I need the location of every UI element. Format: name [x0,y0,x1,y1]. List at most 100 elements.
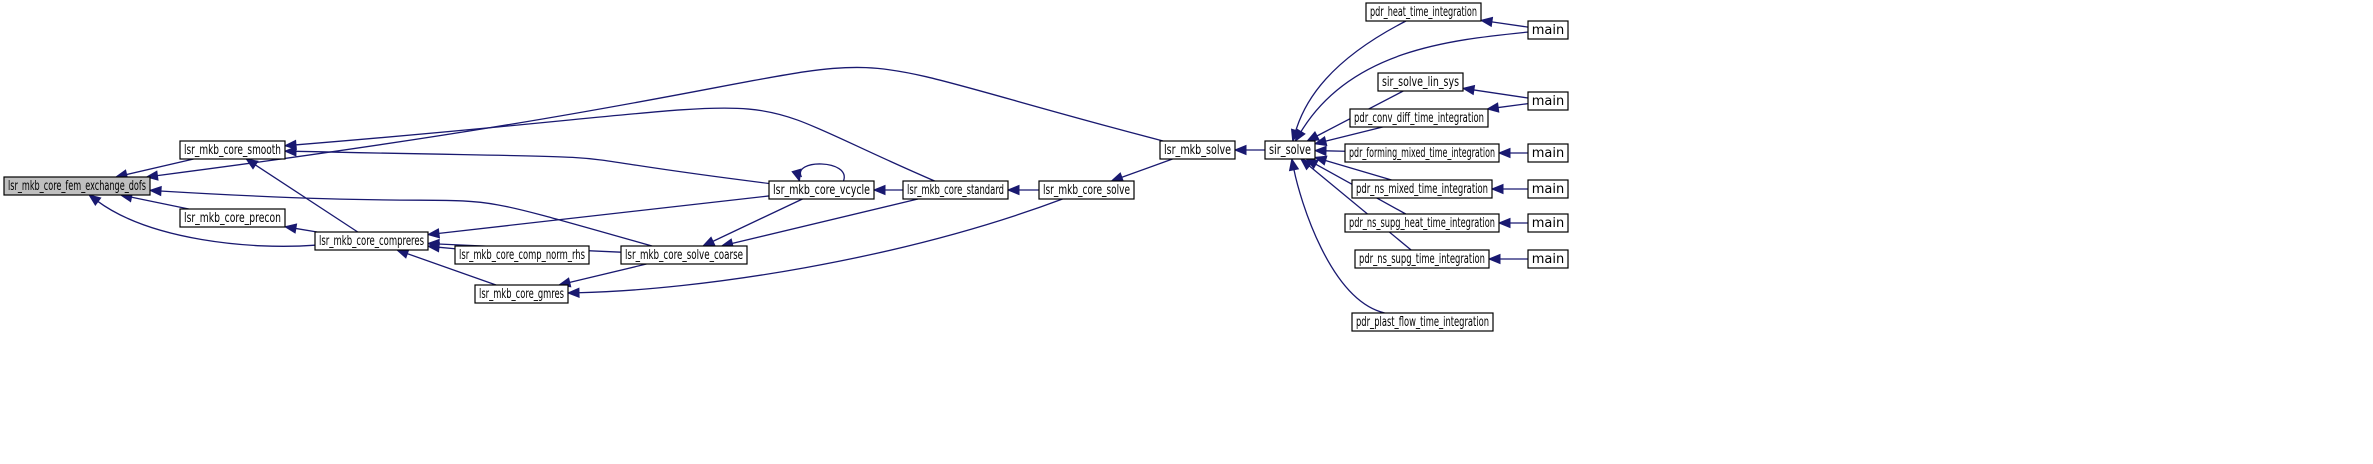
node-box [179,208,286,228]
edge-line [1299,31,1529,133]
node-label: pdr_plast_flow_time_integration [1356,315,1489,330]
edge-arrowhead [1490,183,1504,195]
node-label: lsr_mkb_core_vcycle [773,183,870,198]
edge-arrowhead [1313,135,1328,147]
edge-line [294,227,318,233]
node-sirsolve[interactable]: sir_solve [1264,140,1316,160]
edge-line [1293,168,1385,314]
node-gmres[interactable]: lsr_mkb_core_gmres [474,284,569,304]
node-label: main [1532,182,1564,197]
edge-forming-to-sirsolve [1313,145,1346,157]
node-nsmixed[interactable]: pdr_ns_mixed_time_integration [1351,179,1493,199]
edge-mkbsolve-to-root [145,66,1164,181]
edge-arrowhead [395,248,410,259]
edge-coarse-to-root [148,185,653,247]
edge-main2-to-convdiff [1485,102,1529,113]
node-coresolve[interactable]: lsr_mkb_core_solve [1038,180,1135,200]
edge-line [294,107,935,182]
edge-vcycle-to-smooth [283,146,770,185]
node-label: lsr_mkb_core_standard [907,183,1004,198]
node-label: lsr_mkb_core_smooth [184,143,281,158]
node-mkbsolve[interactable]: lsr_mkb_solve [1159,140,1236,160]
node-label: lsr_mkb_core_compreres [319,234,424,249]
node-forming[interactable]: pdr_forming_mixed_time_integration [1344,143,1500,163]
edge-line [96,200,316,247]
node-vcycle[interactable]: lsr_mkb_core_vcycle [768,180,875,200]
edge-arrowhead [1497,147,1511,159]
edge-line [294,150,770,185]
node-coarse[interactable]: lsr_mkb_core_solve_coarse [620,245,748,265]
edge-line [711,198,803,243]
node-main1[interactable]: main [1527,20,1569,40]
edge-arrowhead [1487,253,1501,265]
edge-line [406,252,497,286]
node-main6[interactable]: main [1527,249,1569,269]
node-standard[interactable]: lsr_mkb_core_standard [902,180,1009,200]
node-box [1527,143,1569,163]
node-box [768,180,875,200]
edge-mkbsolve-to-coresolve [1110,158,1173,183]
node-nssupg[interactable]: pdr_ns_supg_time_integration [1354,249,1490,269]
node-nssupgheat[interactable]: pdr_ns_supg_heat_time_integration [1344,213,1500,233]
node-main5[interactable]: main [1527,213,1569,233]
edge-line [159,190,653,247]
node-main3[interactable]: main [1527,143,1569,163]
node-compnorm[interactable]: lsr_mkb_core_comp_norm_rhs [454,245,590,265]
node-compreres[interactable]: lsr_mkb_core_compreres [314,231,429,251]
node-label: lsr_mkb_core_gmres [479,287,564,302]
edge-coarse-to-gmres [557,263,647,288]
node-label: main [1532,146,1564,161]
node-root[interactable]: lsr_mkb_core_fem_exchange_dofs [3,176,151,196]
edge-arrowhead [566,287,580,298]
node-box [1264,140,1316,160]
edge-arrowhead [1233,144,1247,156]
edge-arrowhead [1299,158,1314,171]
node-precon[interactable]: lsr_mkb_core_precon [179,208,286,228]
node-main2[interactable]: main [1527,91,1569,111]
edge-line [1308,164,1412,251]
node-box [1351,179,1493,199]
node-label: pdr_ns_supg_time_integration [1359,252,1485,267]
node-heat[interactable]: pdr_heat_time_integration [1365,2,1482,22]
node-smooth[interactable]: lsr_mkb_core_smooth [179,140,286,160]
edge-main1-to-sirsolve [1294,31,1529,143]
edge-coresolve-to-standard [1006,184,1039,196]
edge-line [1324,159,1392,181]
edge-plast-to-sirsolve [1288,157,1385,314]
edge-line [799,163,845,182]
edge-sirsolve-to-mkbsolve [1233,144,1265,156]
edge-arrowhead [145,170,159,181]
edge-arrowhead [701,236,716,247]
node-label: main [1532,94,1564,109]
edge-main6-to-nssupg [1487,253,1528,265]
node-box [1527,20,1569,40]
node-linsys[interactable]: sir_solve_lin_sys [1377,72,1464,92]
edge-vcycle-to-vcycle [791,163,845,183]
node-plast[interactable]: pdr_plast_flow_time_integration [1351,312,1494,332]
edge-main1-to-heat [1479,16,1529,28]
node-box [1527,91,1569,111]
edge-line [1294,20,1407,132]
edge-line [731,198,919,245]
edge-arrowhead [791,168,802,183]
edge-standard-to-vcycle [872,184,903,196]
edge-layer [88,16,1529,314]
edge-line [1497,102,1529,109]
edge-nsmixed-to-sirsolve [1313,155,1392,181]
node-convdiff[interactable]: pdr_conv_diff_time_integration [1349,108,1489,128]
node-label: lsr_mkb_core_precon [184,211,281,226]
edge-arrowhead [1313,155,1328,166]
node-main4[interactable]: main [1527,179,1569,199]
edge-line [1490,21,1529,28]
edge-line [577,198,1063,294]
node-box [3,176,151,196]
edge-arrowhead [1294,128,1306,143]
edge-nssupg-to-sirsolve [1299,158,1412,251]
node-label: main [1532,23,1564,38]
edge-arrowhead [426,228,441,239]
edge-arrowhead [1497,217,1511,229]
edge-standard-to-smooth [283,107,935,182]
edge-convdiff-to-sirsolve [1313,126,1383,147]
edge-line [568,263,647,284]
edge-line [1324,126,1383,143]
